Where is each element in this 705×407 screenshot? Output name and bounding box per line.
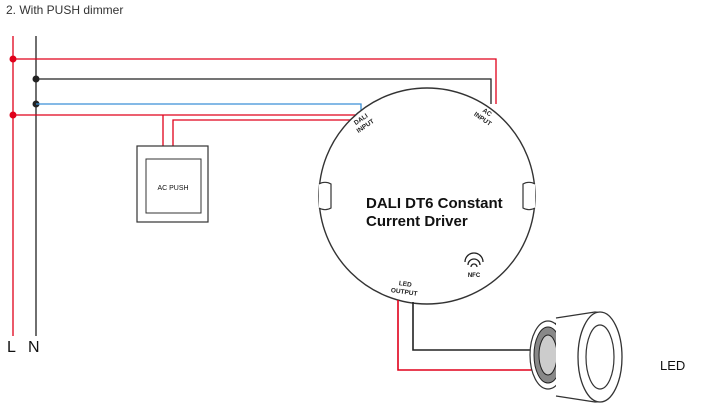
driver-name-line2: Current Driver <box>366 213 468 230</box>
dali-blue-wire <box>36 103 362 110</box>
ac-input-label-1: AC <box>481 107 493 118</box>
dali-red-wire <box>13 112 366 116</box>
driver-name-line1: DALI DT6 Constant <box>366 195 503 212</box>
ac-push-dimmer: AC PUSH <box>136 145 209 223</box>
mount-hole-left <box>318 181 332 211</box>
diagram-title: 2. With PUSH dimmer <box>6 3 123 17</box>
led-lamp-icon <box>529 311 623 403</box>
live-label: L <box>7 339 16 356</box>
led-label: LED <box>660 358 685 373</box>
led-red-wire <box>397 300 545 371</box>
led-output-label-1: LED <box>398 280 412 289</box>
led-black-wire <box>412 302 545 351</box>
led-output-label-2: OUTPUT <box>390 287 417 298</box>
ac-live-wire <box>13 58 497 104</box>
nfc-label: NFC <box>468 273 481 279</box>
neutral-label: N <box>28 339 40 356</box>
ac-push-label: AC PUSH <box>157 185 188 192</box>
mount-hole-right <box>522 181 536 211</box>
nfc-icon: NFC <box>464 252 484 279</box>
ac-neutral-wire <box>36 78 492 104</box>
dali-driver: DALI INPUT AC INPUT LED OUTPUT DALI DT6 … <box>318 87 536 305</box>
